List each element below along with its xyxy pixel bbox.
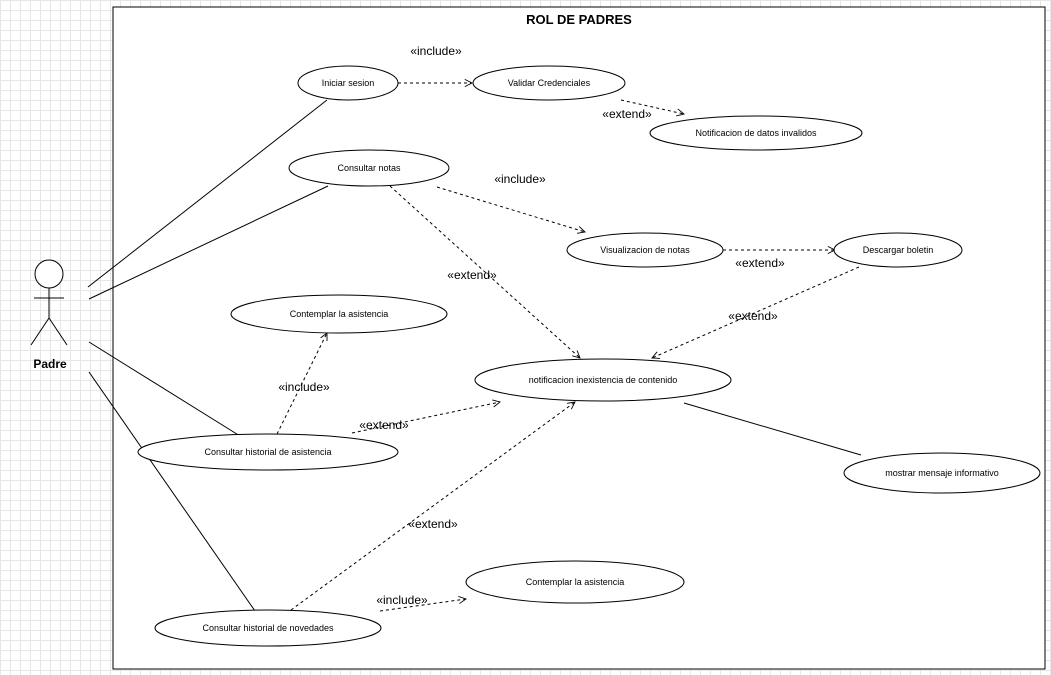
stereotype-extend-novedades: «extend»: [408, 517, 458, 531]
association-consultar-notas: [88, 185, 329, 300]
use-case-consultar-notas[interactable]: Consultar notas: [288, 149, 450, 187]
use-case-label: Validar Credenciales: [508, 78, 591, 88]
use-case-label: Notificacion de datos invalidos: [695, 128, 817, 138]
stereotype-extend-credentials: «extend»: [602, 107, 652, 121]
use-case-label: Consultar historial de novedades: [202, 623, 334, 633]
include-notas-arrow: [436, 186, 585, 232]
use-case-label: Iniciar sesion: [322, 78, 375, 88]
actor-label: Padre: [33, 357, 67, 371]
stereotype-extend-notas: «extend»: [447, 268, 497, 282]
stereotype-extend-asistencia: «extend»: [359, 418, 409, 432]
extend-boletin-2-arrow: [652, 266, 860, 358]
use-case-label: mostrar mensaje informativo: [885, 468, 999, 478]
actor-leg-right: [48, 317, 68, 346]
association-historial-novedades: [88, 371, 256, 612]
include-novedades-arrow: [379, 599, 466, 612]
use-case-label: notificacion inexistencia de contenido: [529, 375, 678, 385]
use-case-label: Consultar notas: [337, 163, 401, 173]
association-mostrar-mensaje: [683, 402, 862, 456]
stereotype-include-novedades: «include»: [376, 593, 428, 607]
association-historial-asistencia: [88, 341, 241, 437]
use-case-consultar-historial-asistencia[interactable]: Consultar historial de asistencia: [137, 433, 399, 471]
use-case-validar-credenciales[interactable]: Validar Credenciales: [472, 65, 626, 101]
boundary-title: ROL DE PADRES: [526, 12, 632, 27]
use-case-iniciar-sesion[interactable]: Iniciar sesion: [297, 65, 399, 101]
stereotype-extend-boletin-1: «extend»: [735, 256, 785, 270]
actor-leg-left: [30, 317, 50, 346]
use-case-label: Contemplar la asistencia: [526, 577, 625, 587]
use-case-descargar-boletin[interactable]: Descargar boletin: [833, 232, 963, 268]
use-case-mostrar-mensaje[interactable]: mostrar mensaje informativo: [843, 452, 1041, 494]
use-case-label: Visualizacion de notas: [600, 245, 690, 255]
system-boundary: [112, 6, 1046, 670]
use-case-notificacion-inexistencia[interactable]: notificacion inexistencia de contenido: [474, 358, 732, 402]
stereotype-include-asistencia: «include»: [278, 380, 330, 394]
use-case-notificacion-datos-invalidos[interactable]: Notificacion de datos invalidos: [649, 115, 863, 151]
stereotype-extend-boletin-2: «extend»: [728, 309, 778, 323]
stereotype-include-login: «include»: [410, 44, 462, 58]
stereotype-include-notas: «include»: [494, 172, 546, 186]
use-case-label: Descargar boletin: [863, 245, 934, 255]
use-case-visualizacion-notas[interactable]: Visualizacion de notas: [566, 232, 724, 268]
extend-credentials-arrow: [620, 99, 684, 114]
extend-asistencia-arrow: [351, 402, 500, 434]
use-case-consultar-historial-novedades[interactable]: Consultar historial de novedades: [154, 609, 382, 647]
association-iniciar-sesion: [87, 99, 328, 288]
use-case-label: Contemplar la asistencia: [290, 309, 389, 319]
extend-novedades-arrow: [290, 402, 575, 611]
extend-notas-arrow: [389, 185, 580, 358]
actor-head: [34, 259, 64, 289]
use-case-contemplar-asistencia-2[interactable]: Contemplar la asistencia: [465, 560, 685, 604]
use-case-contemplar-asistencia-1[interactable]: Contemplar la asistencia: [230, 294, 448, 334]
use-case-label: Consultar historial de asistencia: [204, 447, 331, 457]
include-asistencia-arrow: [276, 333, 327, 435]
actor-padre[interactable]: Padre: [30, 259, 68, 371]
